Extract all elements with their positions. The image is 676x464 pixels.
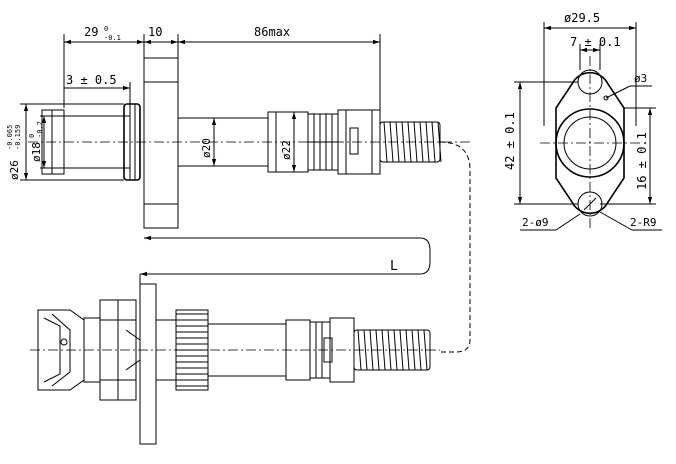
dim-dia22: ø22 — [280, 140, 293, 160]
bottom-clamp-window — [323, 337, 333, 363]
end-view-labels: ø29.5 7 ± 0.1 ø3 42 ± 0.1 16 ± 0.1 2-ø9 … — [503, 11, 657, 229]
spring-coil — [383, 121, 388, 163]
spring-coil — [431, 121, 436, 163]
spring-coil — [437, 121, 442, 163]
dim-dia26-tol-upper: -0.065 — [6, 125, 14, 150]
spring-coil — [399, 329, 404, 371]
dim-dia26: ø26 — [8, 160, 21, 180]
spring-coil — [395, 121, 400, 163]
dim-29-tol-lower: -0.1 — [104, 34, 121, 42]
dim-dia18-tol-lower: -0.2 — [36, 121, 44, 138]
strain-relief-spring — [379, 121, 442, 163]
dimension-lines — [20, 34, 431, 284]
spring-coil — [381, 329, 386, 371]
spring-coil — [387, 329, 392, 371]
spring-coil — [407, 121, 412, 163]
dim-dia26-tol-lower: -0.159 — [14, 125, 22, 150]
dimension-labels: 29 0 -0.1 10 86max 3 ± 0.5 ø26 -0.065 -0… — [6, 25, 398, 274]
spring-coil — [419, 121, 424, 163]
top-connector — [28, 57, 471, 353]
dim-dia29-5: ø29.5 — [564, 11, 600, 25]
spring-coil — [405, 329, 410, 371]
spring-coil — [423, 329, 428, 371]
spring-coil — [425, 121, 430, 163]
bottom-strain-relief-spring — [353, 329, 431, 371]
bottom-flange — [139, 283, 157, 445]
coupling-ring — [123, 103, 141, 181]
dim-29: 29 — [84, 25, 98, 39]
spring-coil — [369, 329, 374, 371]
dim-42: 42 ± 0.1 — [503, 112, 517, 170]
dim-10: 10 — [148, 25, 162, 39]
dim-16: 16 ± 0.1 — [635, 132, 649, 190]
dim-dia20: ø20 — [200, 138, 213, 158]
spring-coil — [357, 329, 362, 371]
spring-coil — [413, 121, 418, 163]
spring-coil — [363, 329, 368, 371]
dim-radius: 2-R9 — [630, 216, 657, 229]
plug-pin-icon — [60, 338, 68, 346]
clamp-window — [349, 127, 359, 155]
spring-coil — [411, 329, 416, 371]
dim-holes: 2-ø9 — [522, 216, 549, 229]
spring-coil — [417, 329, 422, 371]
end-view — [514, 22, 662, 231]
dim-dia18: ø18 — [30, 142, 43, 162]
dim-L: L — [390, 259, 398, 274]
end-flange-outline — [555, 71, 625, 215]
dim-86: 86max — [254, 25, 290, 39]
dim-29-tol-upper: 0 — [104, 25, 108, 33]
spring-coil — [393, 329, 398, 371]
spring-coil — [389, 121, 394, 163]
spring-coil — [375, 329, 380, 371]
dim-3: 3 ± 0.5 — [66, 73, 117, 87]
dim-dia3: ø3 — [634, 72, 647, 85]
flange-plate — [143, 57, 179, 229]
pin-hole — [603, 95, 609, 101]
dim-7: 7 ± 0.1 — [570, 35, 621, 49]
spring-coil — [401, 121, 406, 163]
spring-outline — [353, 329, 431, 371]
bottom-connector — [30, 283, 440, 445]
cable-path-right — [439, 141, 471, 353]
dim-dia18-tol-upper: 0 — [28, 134, 36, 138]
